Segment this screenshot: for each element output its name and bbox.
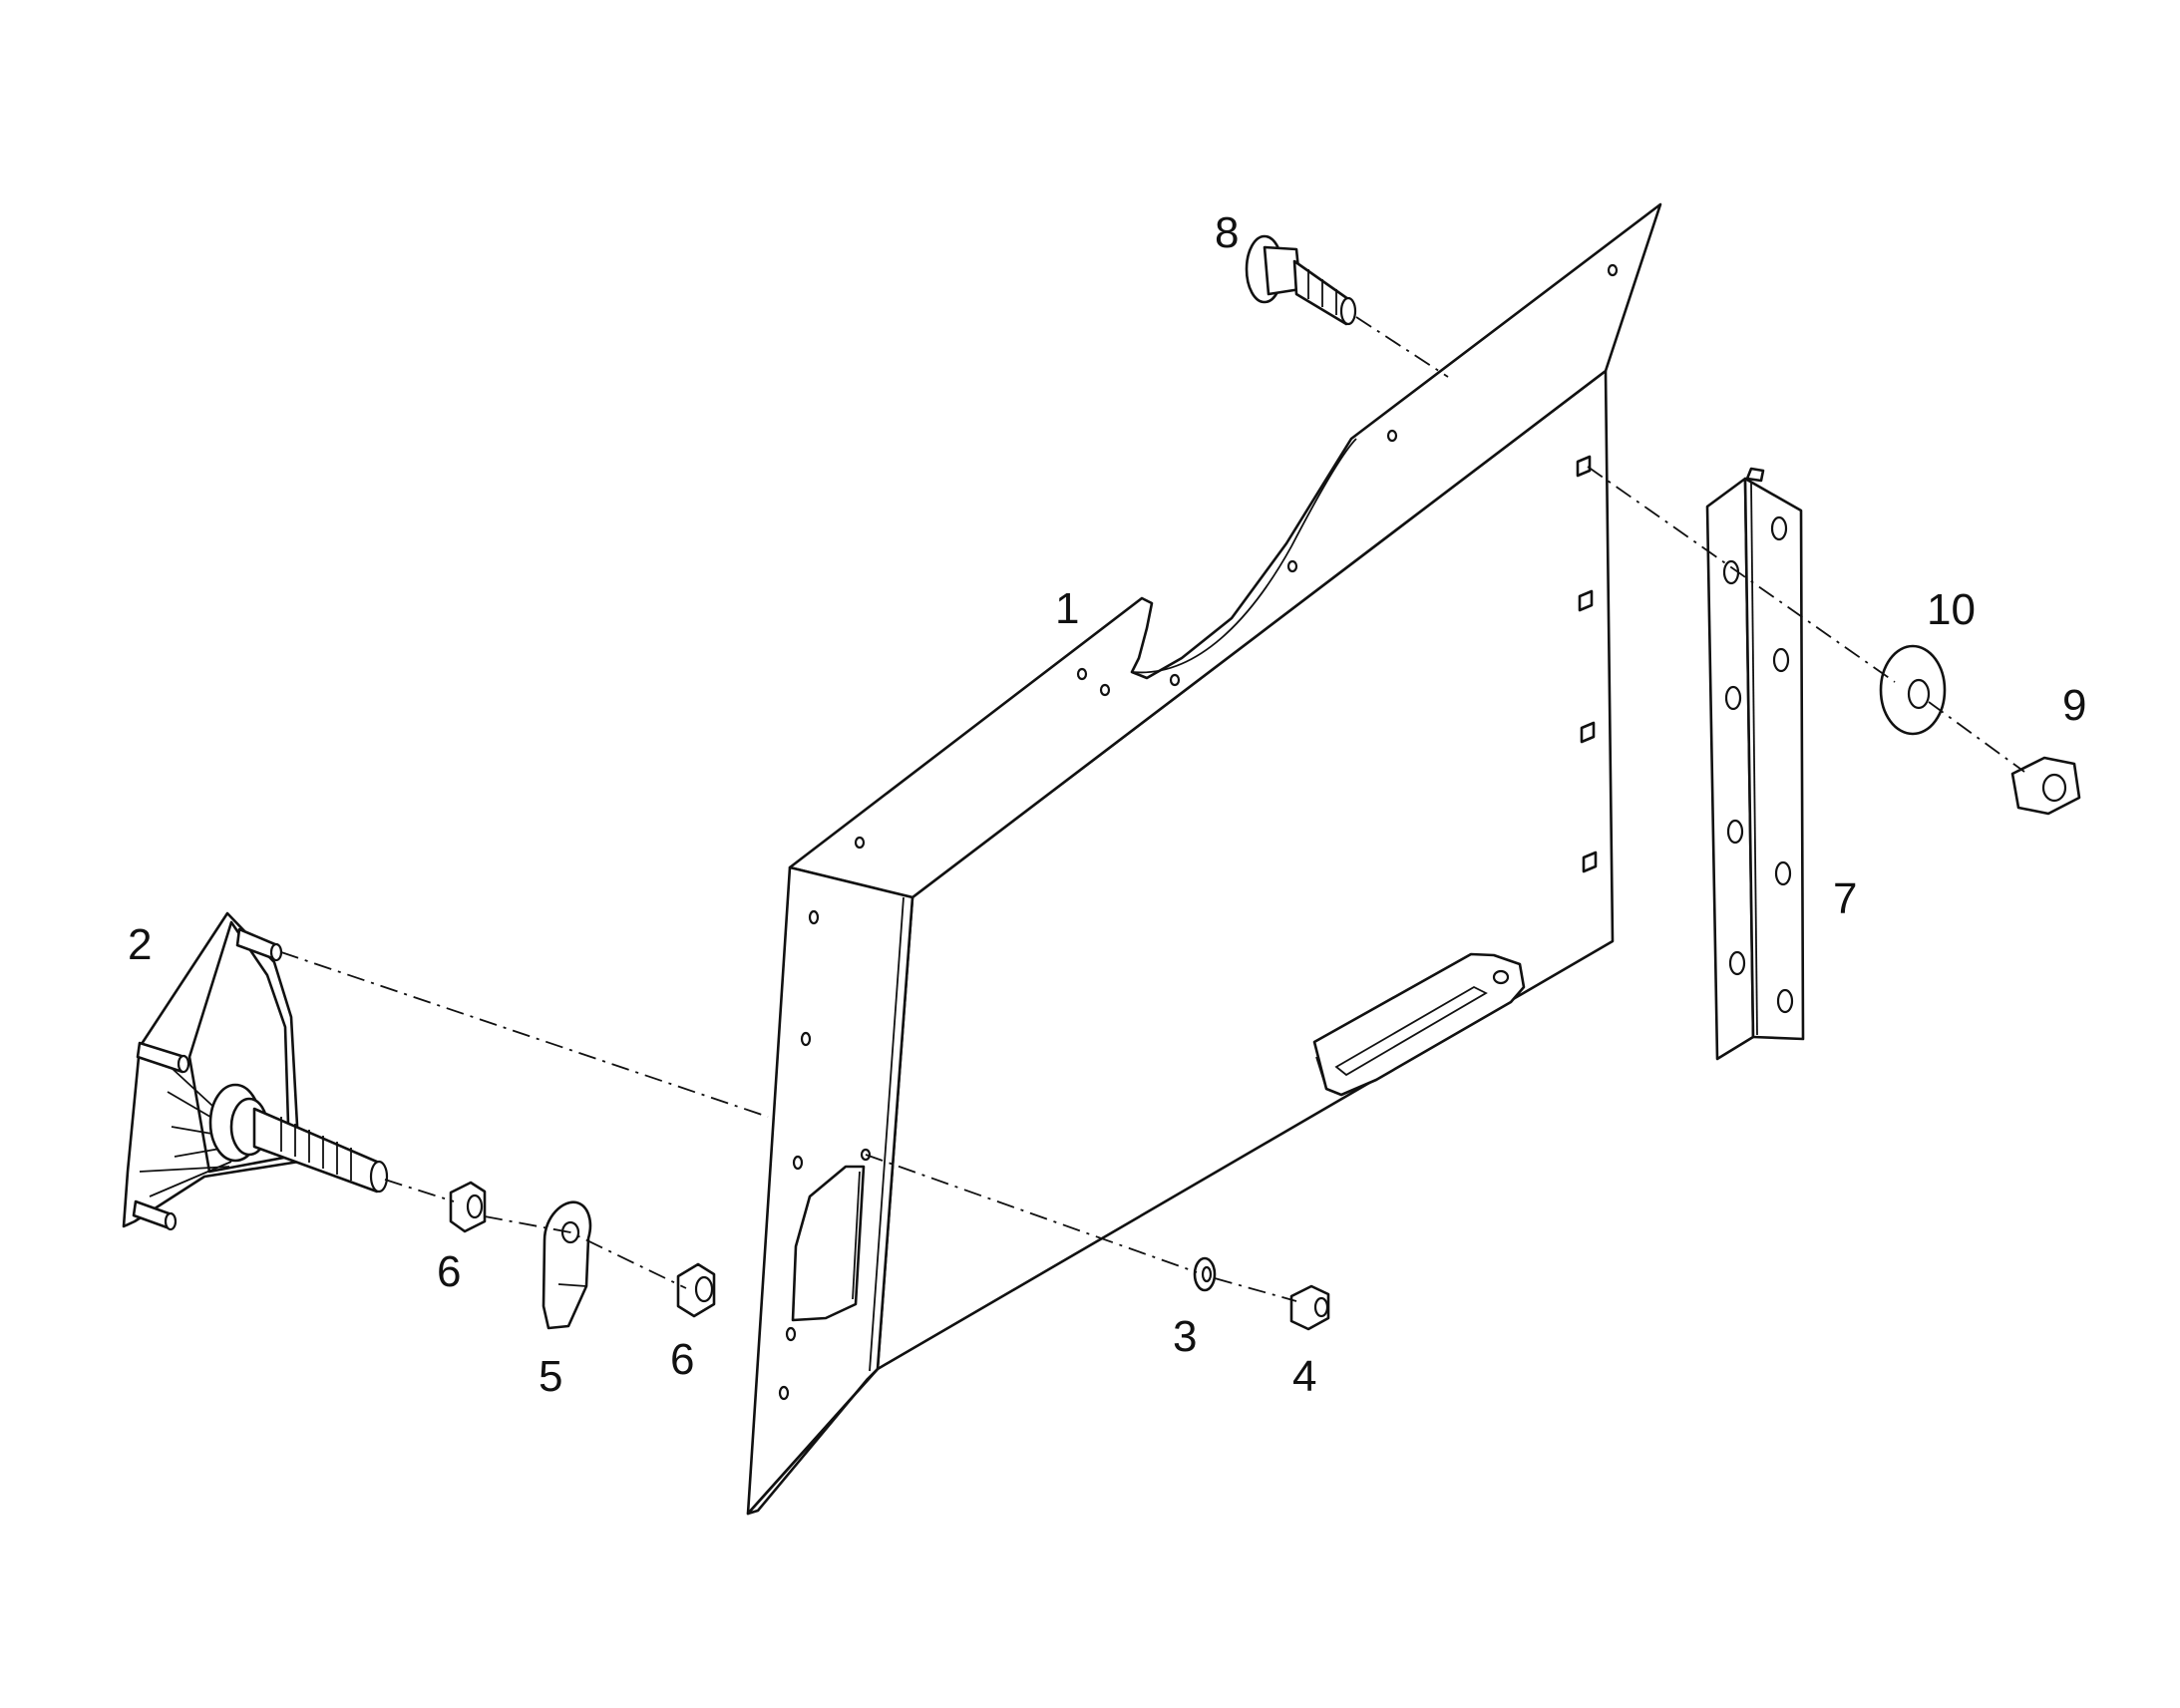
callout-10: 10	[1927, 585, 1976, 634]
part-7-angle-bracket[interactable]	[1705, 467, 1805, 1061]
part-4-nut[interactable]	[1289, 1284, 1330, 1331]
callout-5: 5	[539, 1352, 562, 1401]
callout-8: 8	[1215, 208, 1239, 257]
part-8-bolt[interactable]	[1245, 234, 1357, 326]
part-5-cam[interactable]	[542, 1200, 592, 1330]
callout-9: 9	[2062, 681, 2086, 730]
part-9-nut[interactable]	[2010, 756, 2081, 816]
part-10-washer[interactable]	[1879, 644, 1947, 736]
callout-7: 7	[1833, 874, 1857, 923]
part-6b-nut[interactable]	[676, 1262, 716, 1318]
part-3-washer[interactable]	[1193, 1256, 1217, 1292]
assembly-axes	[280, 316, 2025, 1302]
part-6a-nut[interactable]	[449, 1181, 487, 1233]
part-1-panel[interactable]	[746, 202, 1662, 1516]
callout-1: 1	[1055, 584, 1079, 633]
callout-labels: 1 2 3 4 5 6 6 7 8 9 10	[128, 208, 2086, 1401]
callout-2: 2	[128, 920, 152, 969]
callout-6b: 6	[670, 1335, 694, 1384]
part-2-motor[interactable]	[122, 911, 389, 1231]
callout-3: 3	[1173, 1312, 1197, 1361]
callout-6a: 6	[437, 1247, 461, 1296]
callout-4: 4	[1292, 1352, 1316, 1401]
